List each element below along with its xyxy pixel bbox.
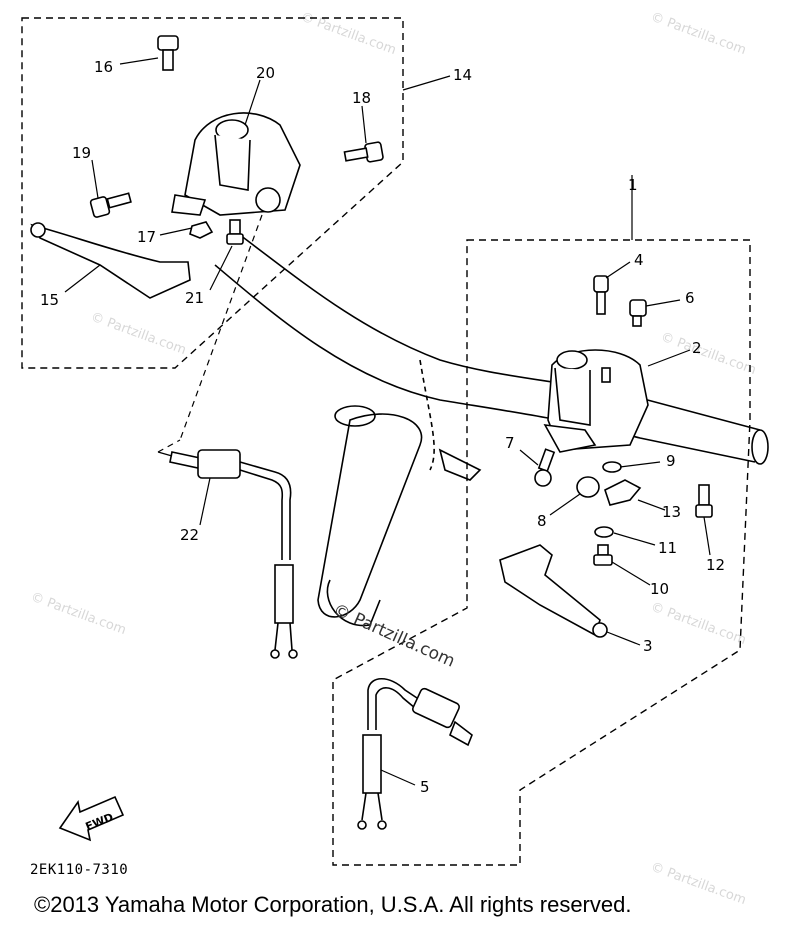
group-box-14: [21, 17, 404, 369]
part-label-11: 11: [658, 539, 677, 557]
part-label-17: 17: [137, 228, 156, 246]
svg-text:© Partzilla.com: © Partzilla.com: [659, 330, 758, 378]
part-label-4: 4: [634, 251, 644, 269]
switch-5: [357, 677, 473, 830]
part-label-2: 2: [692, 339, 702, 357]
svg-text:© Partzilla.com: © Partzilla.com: [649, 600, 748, 648]
left-lever-holder: [171, 112, 301, 216]
right-lever-holder: [543, 349, 649, 453]
part-label-10: 10: [650, 580, 669, 598]
part-label-19: 19: [72, 144, 91, 162]
copyright-notice: ©2013 Yamaha Motor Corporation, U.S.A. A…: [34, 892, 632, 917]
right-lever-tip: [592, 622, 608, 638]
part-labels: 16 20 14 18 19 17 15 21 1 4 6 2 7 9 8 13…: [40, 58, 725, 796]
part-label-18: 18: [352, 89, 371, 107]
part-label-22: 22: [180, 526, 199, 544]
part-label-5: 5: [420, 778, 430, 796]
svg-text:© Partzilla.com: © Partzilla.com: [29, 590, 128, 638]
part-label-21: 21: [185, 289, 204, 307]
svg-text:© Partzilla.com: © Partzilla.com: [649, 10, 748, 58]
fwd-arrow-icon: FWD: [58, 795, 125, 842]
part-label-3: 3: [643, 637, 653, 655]
svg-text:© Partzilla.com: © Partzilla.com: [89, 310, 188, 358]
part-label-8: 8: [537, 512, 547, 530]
right-lever: [499, 544, 601, 637]
part-label-7: 7: [505, 434, 515, 452]
part-label-9: 9: [666, 452, 676, 470]
left-lever-tip: [30, 222, 46, 238]
part-label-1: 1: [628, 176, 638, 194]
part-label-20: 20: [256, 64, 275, 82]
part-label-13: 13: [662, 503, 681, 521]
faint-watermarks: © Partzilla.com © Partzilla.com © Partzi…: [29, 10, 758, 908]
part-label-14: 14: [453, 66, 472, 84]
svg-text:© Partzilla.com: © Partzilla.com: [299, 10, 398, 58]
left-lever: [30, 223, 191, 299]
group-box-1: [332, 239, 751, 866]
right-small-parts: [534, 275, 713, 566]
switch-22: [169, 449, 298, 659]
left-bolts: [89, 35, 384, 245]
svg-text:© Partzilla.com: © Partzilla.com: [649, 860, 748, 908]
part-label-16: 16: [94, 58, 113, 76]
part-label-15: 15: [40, 291, 59, 309]
part-label-6: 6: [685, 289, 695, 307]
diagram-code: 2EK110-7310: [30, 862, 129, 878]
leader-lines: [64, 57, 711, 786]
part-label-12: 12: [706, 556, 725, 574]
